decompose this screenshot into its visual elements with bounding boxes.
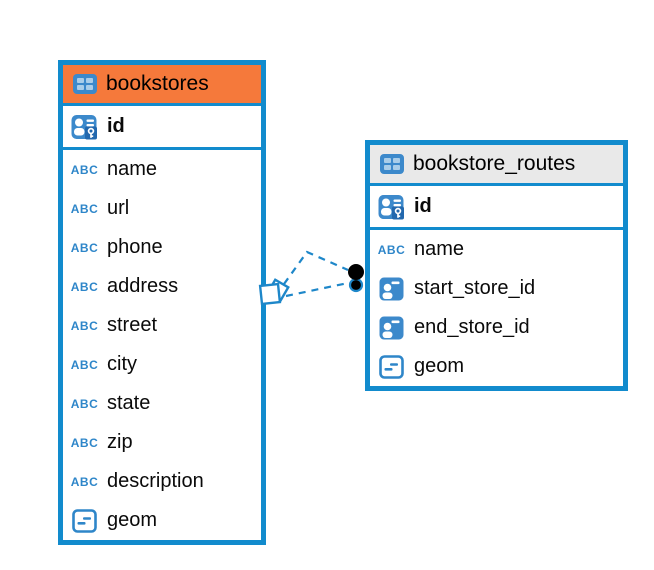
- table-header-bookstores[interactable]: bookstores: [63, 65, 261, 106]
- table-bookstores[interactable]: bookstores id ABC: [58, 60, 266, 545]
- column-name: street: [107, 314, 158, 336]
- column-name: description: [107, 470, 204, 492]
- table-columns: ABC name ABC url ABC phone ABC address A…: [63, 150, 261, 540]
- column-row-city[interactable]: ABC city: [63, 345, 261, 384]
- column-row-id[interactable]: id: [370, 186, 623, 230]
- column-row-street[interactable]: ABC street: [63, 306, 261, 345]
- table-header-bookstore-routes[interactable]: bookstore_routes: [370, 145, 623, 186]
- column-name: state: [107, 392, 151, 414]
- column-row-url[interactable]: ABC url: [63, 189, 261, 228]
- relationship-endpoint-dot[interactable]: [348, 264, 364, 293]
- column-row-phone[interactable]: ABC phone: [63, 228, 261, 267]
- column-row-start-store-id[interactable]: start_store_id: [370, 269, 623, 308]
- table-bookstore-routes[interactable]: bookstore_routes id ABC: [365, 140, 628, 391]
- table-title: bookstore_routes: [413, 152, 576, 175]
- column-name: geom: [414, 355, 465, 377]
- column-name: city: [107, 353, 137, 375]
- geometry-type-icon: [378, 354, 405, 379]
- column-name: phone: [107, 236, 163, 258]
- column-row-id[interactable]: id: [63, 106, 261, 150]
- text-type-icon: ABC: [70, 396, 99, 411]
- column-row-name[interactable]: ABC name: [63, 150, 261, 189]
- column-row-end-store-id[interactable]: end_store_id: [370, 308, 623, 347]
- primary-key-icon: [378, 194, 405, 220]
- text-type-icon: ABC: [70, 357, 99, 372]
- text-type-icon: ABC: [377, 242, 406, 257]
- column-name: url: [107, 197, 130, 219]
- foreign-key-icon: [378, 316, 405, 340]
- column-row-state[interactable]: ABC state: [63, 384, 261, 423]
- table-title: bookstores: [106, 72, 209, 95]
- text-type-icon: ABC: [70, 240, 99, 255]
- text-type-icon: ABC: [70, 474, 99, 489]
- text-type-icon: ABC: [70, 318, 99, 333]
- column-name: start_store_id: [414, 277, 536, 299]
- table-icon: [71, 73, 98, 95]
- geometry-type-icon: [71, 508, 98, 533]
- primary-key-icon: [71, 114, 98, 140]
- column-name: zip: [107, 431, 133, 453]
- column-name: name: [107, 158, 158, 180]
- column-name: geom: [107, 509, 158, 531]
- column-row-description[interactable]: ABC description: [63, 462, 261, 501]
- table-columns: ABC name start_store_id: [370, 230, 623, 386]
- column-name: id: [107, 115, 125, 137]
- text-type-icon: ABC: [70, 162, 99, 177]
- text-type-icon: ABC: [70, 435, 99, 450]
- column-row-geom[interactable]: geom: [370, 347, 623, 386]
- column-row-geom[interactable]: geom: [63, 501, 261, 540]
- column-name: name: [414, 238, 465, 260]
- column-row-zip[interactable]: ABC zip: [63, 423, 261, 462]
- relationship-line[interactable]: [283, 250, 349, 298]
- text-type-icon: ABC: [70, 279, 99, 294]
- column-row-name[interactable]: ABC name: [370, 230, 623, 269]
- column-name: end_store_id: [414, 316, 530, 338]
- table-icon: [378, 153, 405, 175]
- foreign-key-icon: [378, 277, 405, 301]
- text-type-icon: ABC: [70, 201, 99, 216]
- column-row-address[interactable]: ABC address: [63, 267, 261, 306]
- column-name: address: [107, 275, 179, 297]
- column-name: id: [414, 195, 432, 217]
